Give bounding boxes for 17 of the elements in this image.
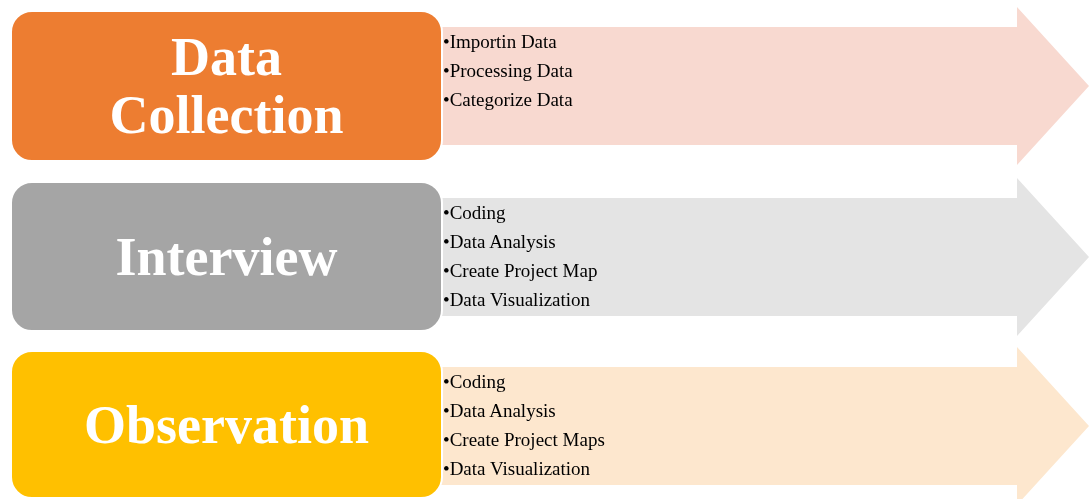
heading-box [10, 181, 443, 332]
bullet-item: •Processing Data [443, 59, 573, 83]
bullet-item: •Data Analysis [443, 399, 557, 423]
bullet-item: •Data Analysis [443, 230, 557, 254]
bullet-item: •Coding [443, 201, 507, 225]
bullet-item: •Importin Data [443, 30, 558, 54]
heading-box [10, 350, 443, 499]
bullet-item: •Coding [443, 370, 507, 394]
bullet-item: •Create Project Maps [443, 428, 605, 452]
bullet-item: •Data Visualization [443, 457, 592, 481]
bullet-item: •Create Project Map [443, 259, 598, 283]
heading-text: Observation [83, 395, 370, 454]
heading-text: Interview [114, 227, 339, 286]
bullet-item: •Categorize Data [443, 88, 573, 112]
heading-box [10, 10, 443, 162]
heading-text: Data Collection [108, 28, 345, 144]
bullet-item: •Data Visualization [443, 288, 592, 312]
